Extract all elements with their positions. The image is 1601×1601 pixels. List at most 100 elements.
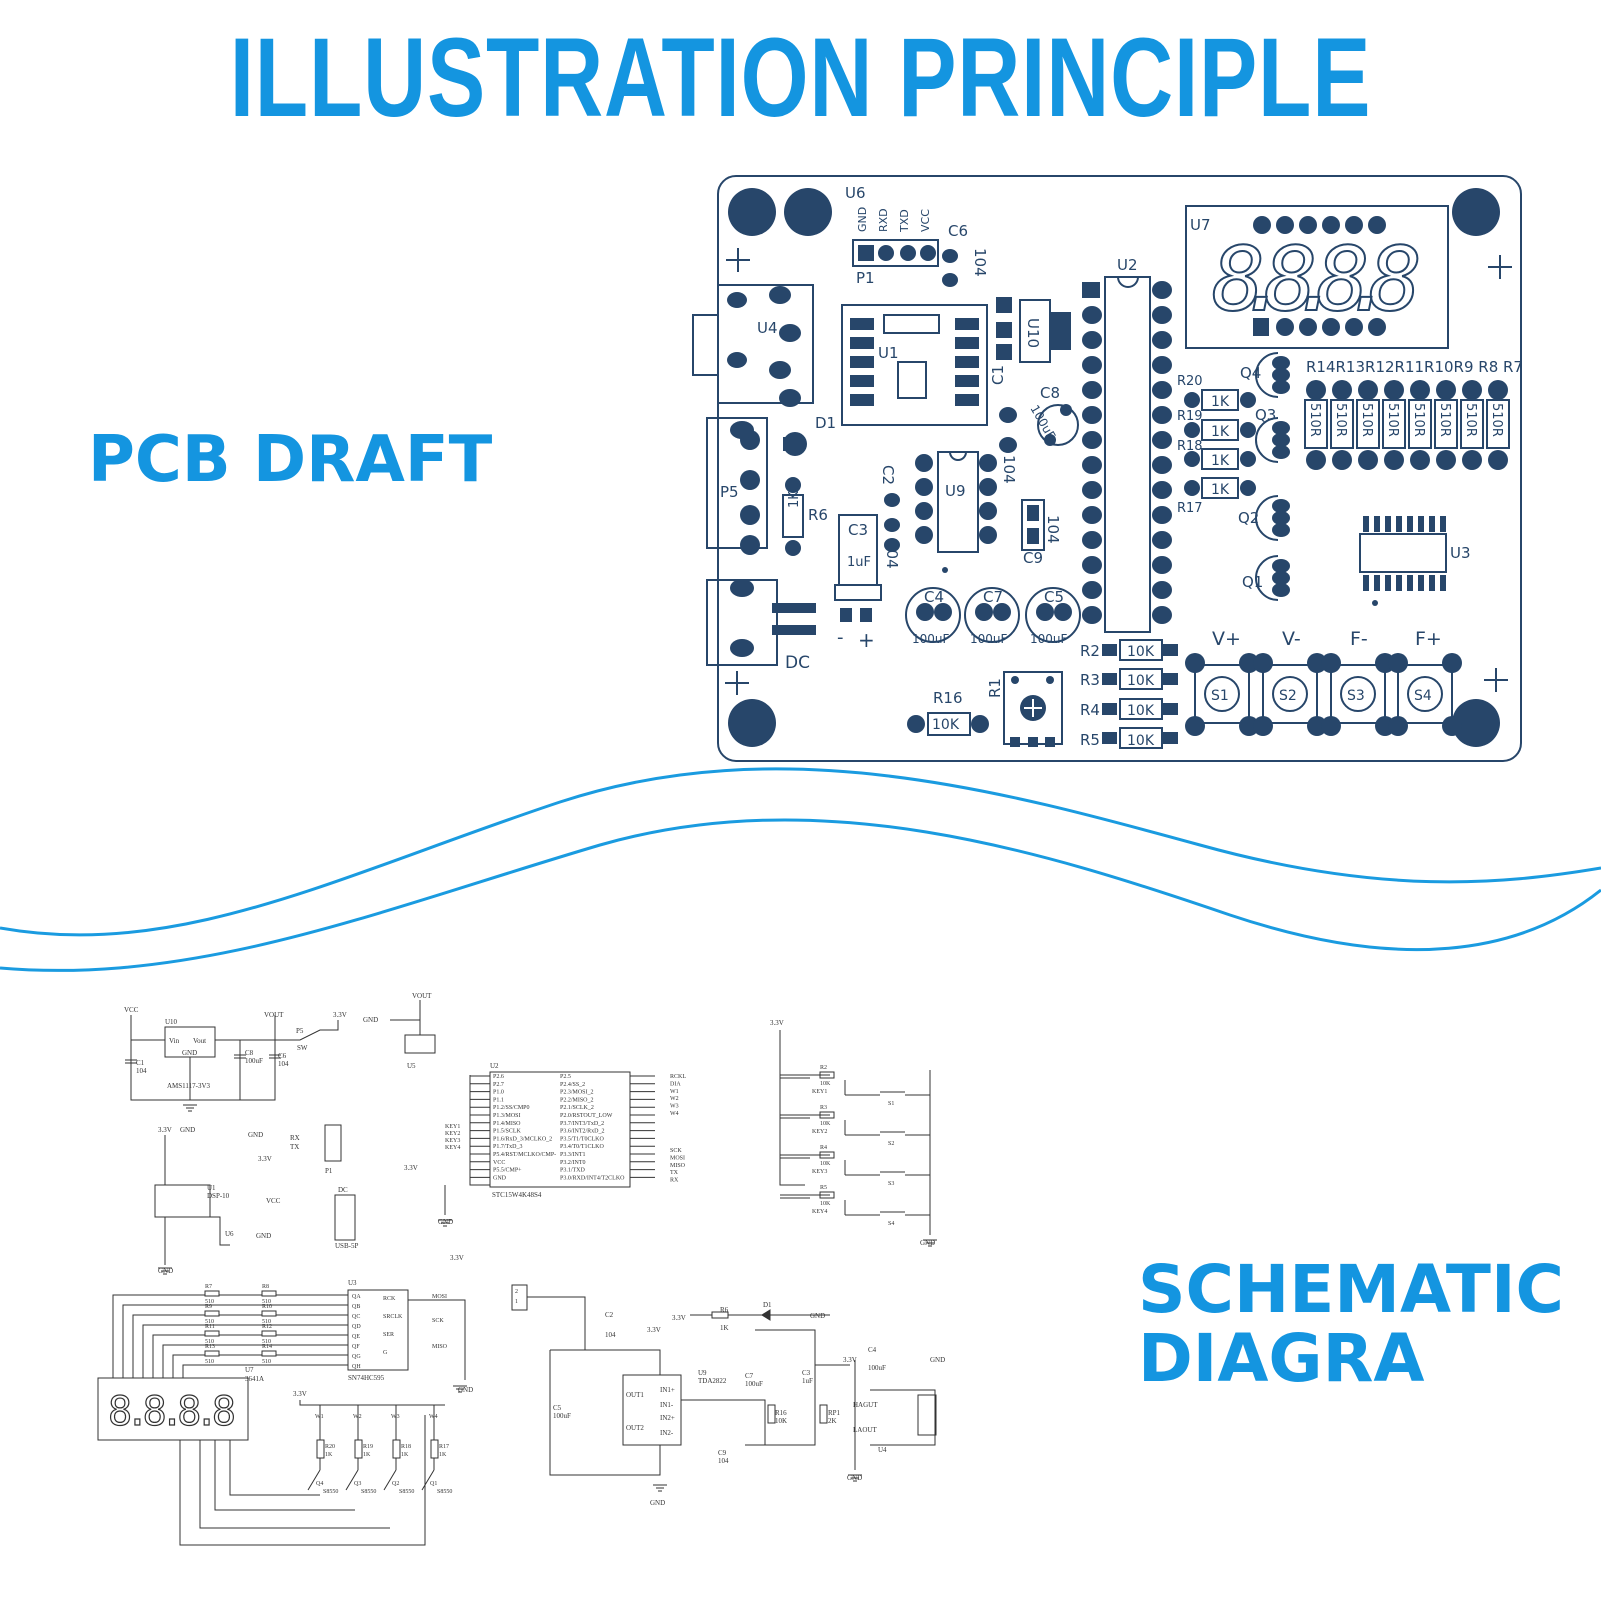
sch-u9-part: TDA2822 (698, 1377, 727, 1385)
key-resistor (819, 1191, 835, 1199)
u9-pad (915, 454, 933, 472)
w-ref: W2 (353, 1414, 362, 1420)
u1-ref: U1 (878, 344, 899, 362)
u2-net-label: W3 (670, 1104, 679, 1110)
d1-pad-square (783, 437, 792, 451)
cap-pad (975, 603, 993, 621)
q-pad (1272, 445, 1290, 459)
c1-ref: C1 (989, 365, 1007, 385)
dc-symbol (334, 1194, 356, 1241)
u2-right-pin: P2.3/MOSI_2 (560, 1090, 594, 1096)
r-top-pad (1436, 380, 1456, 400)
u2-pad (1082, 606, 1102, 624)
u7-pad (1299, 216, 1317, 234)
p1-pin-label: RXD (877, 208, 890, 232)
switch-outline (1262, 664, 1318, 724)
r16-value: 10K (932, 717, 960, 733)
sch-u9-in1p: IN1+ (660, 1386, 675, 1394)
seg-res-val: 510 (262, 1359, 271, 1365)
sch-33v-p1: 3.3V (258, 1155, 272, 1163)
u2-net-label: RX (670, 1178, 679, 1184)
p5-ref: P5 (720, 483, 739, 501)
u2-key-label: KEY3 (445, 1138, 460, 1144)
w-resistor (354, 1439, 363, 1459)
sch-rm-val: 10K (775, 1417, 787, 1425)
q-part: S8550 (437, 1489, 452, 1495)
u2-left-pin: P2.7 (493, 1082, 504, 1088)
u3-pin: QE (352, 1334, 360, 1340)
u2-pad (1082, 406, 1102, 424)
c8-outline (1037, 404, 1079, 446)
u7-pad (1368, 318, 1386, 336)
r-top-pad (1462, 450, 1482, 470)
u3-outline (1359, 533, 1447, 573)
r-mid-pad (1184, 422, 1200, 438)
sch-u10-gnd: GND (182, 1049, 197, 1057)
r-top-refs: R14R13R12R11R10R9 R8 R7 (1306, 358, 1523, 376)
btn-label-fplus: F+ (1415, 628, 1442, 650)
sch-c3: C3 (802, 1369, 811, 1377)
switch-pad (1388, 653, 1408, 673)
dc-plus: + (858, 628, 875, 652)
btn-label-vplus: V+ (1212, 628, 1241, 650)
sch-gnd-keys: GND (920, 1239, 935, 1247)
u2-pad-square (1082, 282, 1100, 298)
u2-left-pin: P5.5/CMP+ (493, 1168, 522, 1174)
sch-gnd-dc: GND (256, 1232, 271, 1240)
audio-connector-pin: 2 (515, 1289, 518, 1295)
q-pad (1272, 368, 1290, 382)
sch-rp1-val: 2K (828, 1417, 837, 1425)
c9-pad (1027, 505, 1039, 521)
u3-pad (1440, 516, 1446, 532)
seg-res-val: 510 (205, 1339, 214, 1345)
seg-res-ref: R8 (262, 1284, 269, 1290)
u10-pad (996, 297, 1012, 313)
r-top-value: 510R (1385, 403, 1400, 437)
dc-pad (730, 639, 754, 657)
u1-pad (850, 318, 874, 330)
sch-c5: C5 (553, 1404, 562, 1412)
u2-left-pin: P1.5/SCLK (493, 1129, 522, 1135)
r-top-outline (1330, 399, 1354, 449)
u2-left-pin: P1.6/RxD_3/MCLKO_2 (493, 1136, 552, 1142)
sch-p1: P1 (325, 1167, 333, 1175)
key-switch-ref: S3 (888, 1181, 894, 1187)
c4-ref: C4 (924, 588, 944, 606)
u2-pad (1082, 506, 1102, 524)
u3-pad (1418, 575, 1424, 591)
sch-c3-val: 1uF (802, 1377, 813, 1385)
r-mid-value: 1K (1211, 424, 1230, 440)
r2-ref: R2 (1080, 642, 1100, 660)
r-top-pad (1306, 450, 1326, 470)
q-pad (1272, 571, 1290, 585)
q-outline (1255, 495, 1279, 541)
switch-outline (1194, 664, 1250, 724)
u3-pin: QF (352, 1344, 360, 1350)
r6-value: 1K (787, 491, 802, 508)
q-pad (1272, 499, 1290, 513)
u3-right-pin: SER (383, 1332, 394, 1338)
r4-ref: R4 (1080, 701, 1100, 719)
sch-p5: P5 (296, 1027, 304, 1035)
u2-pad (1082, 431, 1102, 449)
u3-pad (1374, 575, 1380, 591)
sch-33v-u1: 3.3V (158, 1126, 172, 1134)
r-mid-pad (1184, 480, 1200, 496)
u3-net: MISO (432, 1344, 448, 1350)
p1-pin-label: VCC (919, 209, 932, 232)
u2-pad (1152, 606, 1172, 624)
w-resistor (316, 1439, 325, 1459)
u4-pad (779, 389, 801, 407)
sch-rx: RX (290, 1134, 300, 1142)
q-pad (1272, 433, 1290, 447)
sch-u2: U2 (490, 1062, 499, 1070)
r-top-outline (1486, 399, 1510, 449)
switch-pad (1321, 716, 1341, 736)
w-res-val: 1K (363, 1452, 371, 1458)
cap-pad (916, 603, 934, 621)
p1-outline (852, 239, 939, 267)
p1-ref: P1 (856, 269, 875, 287)
u2-outline (1104, 276, 1151, 633)
sch-gnd-u9: GND (650, 1499, 665, 1507)
c4-value: 100uF (912, 632, 950, 646)
